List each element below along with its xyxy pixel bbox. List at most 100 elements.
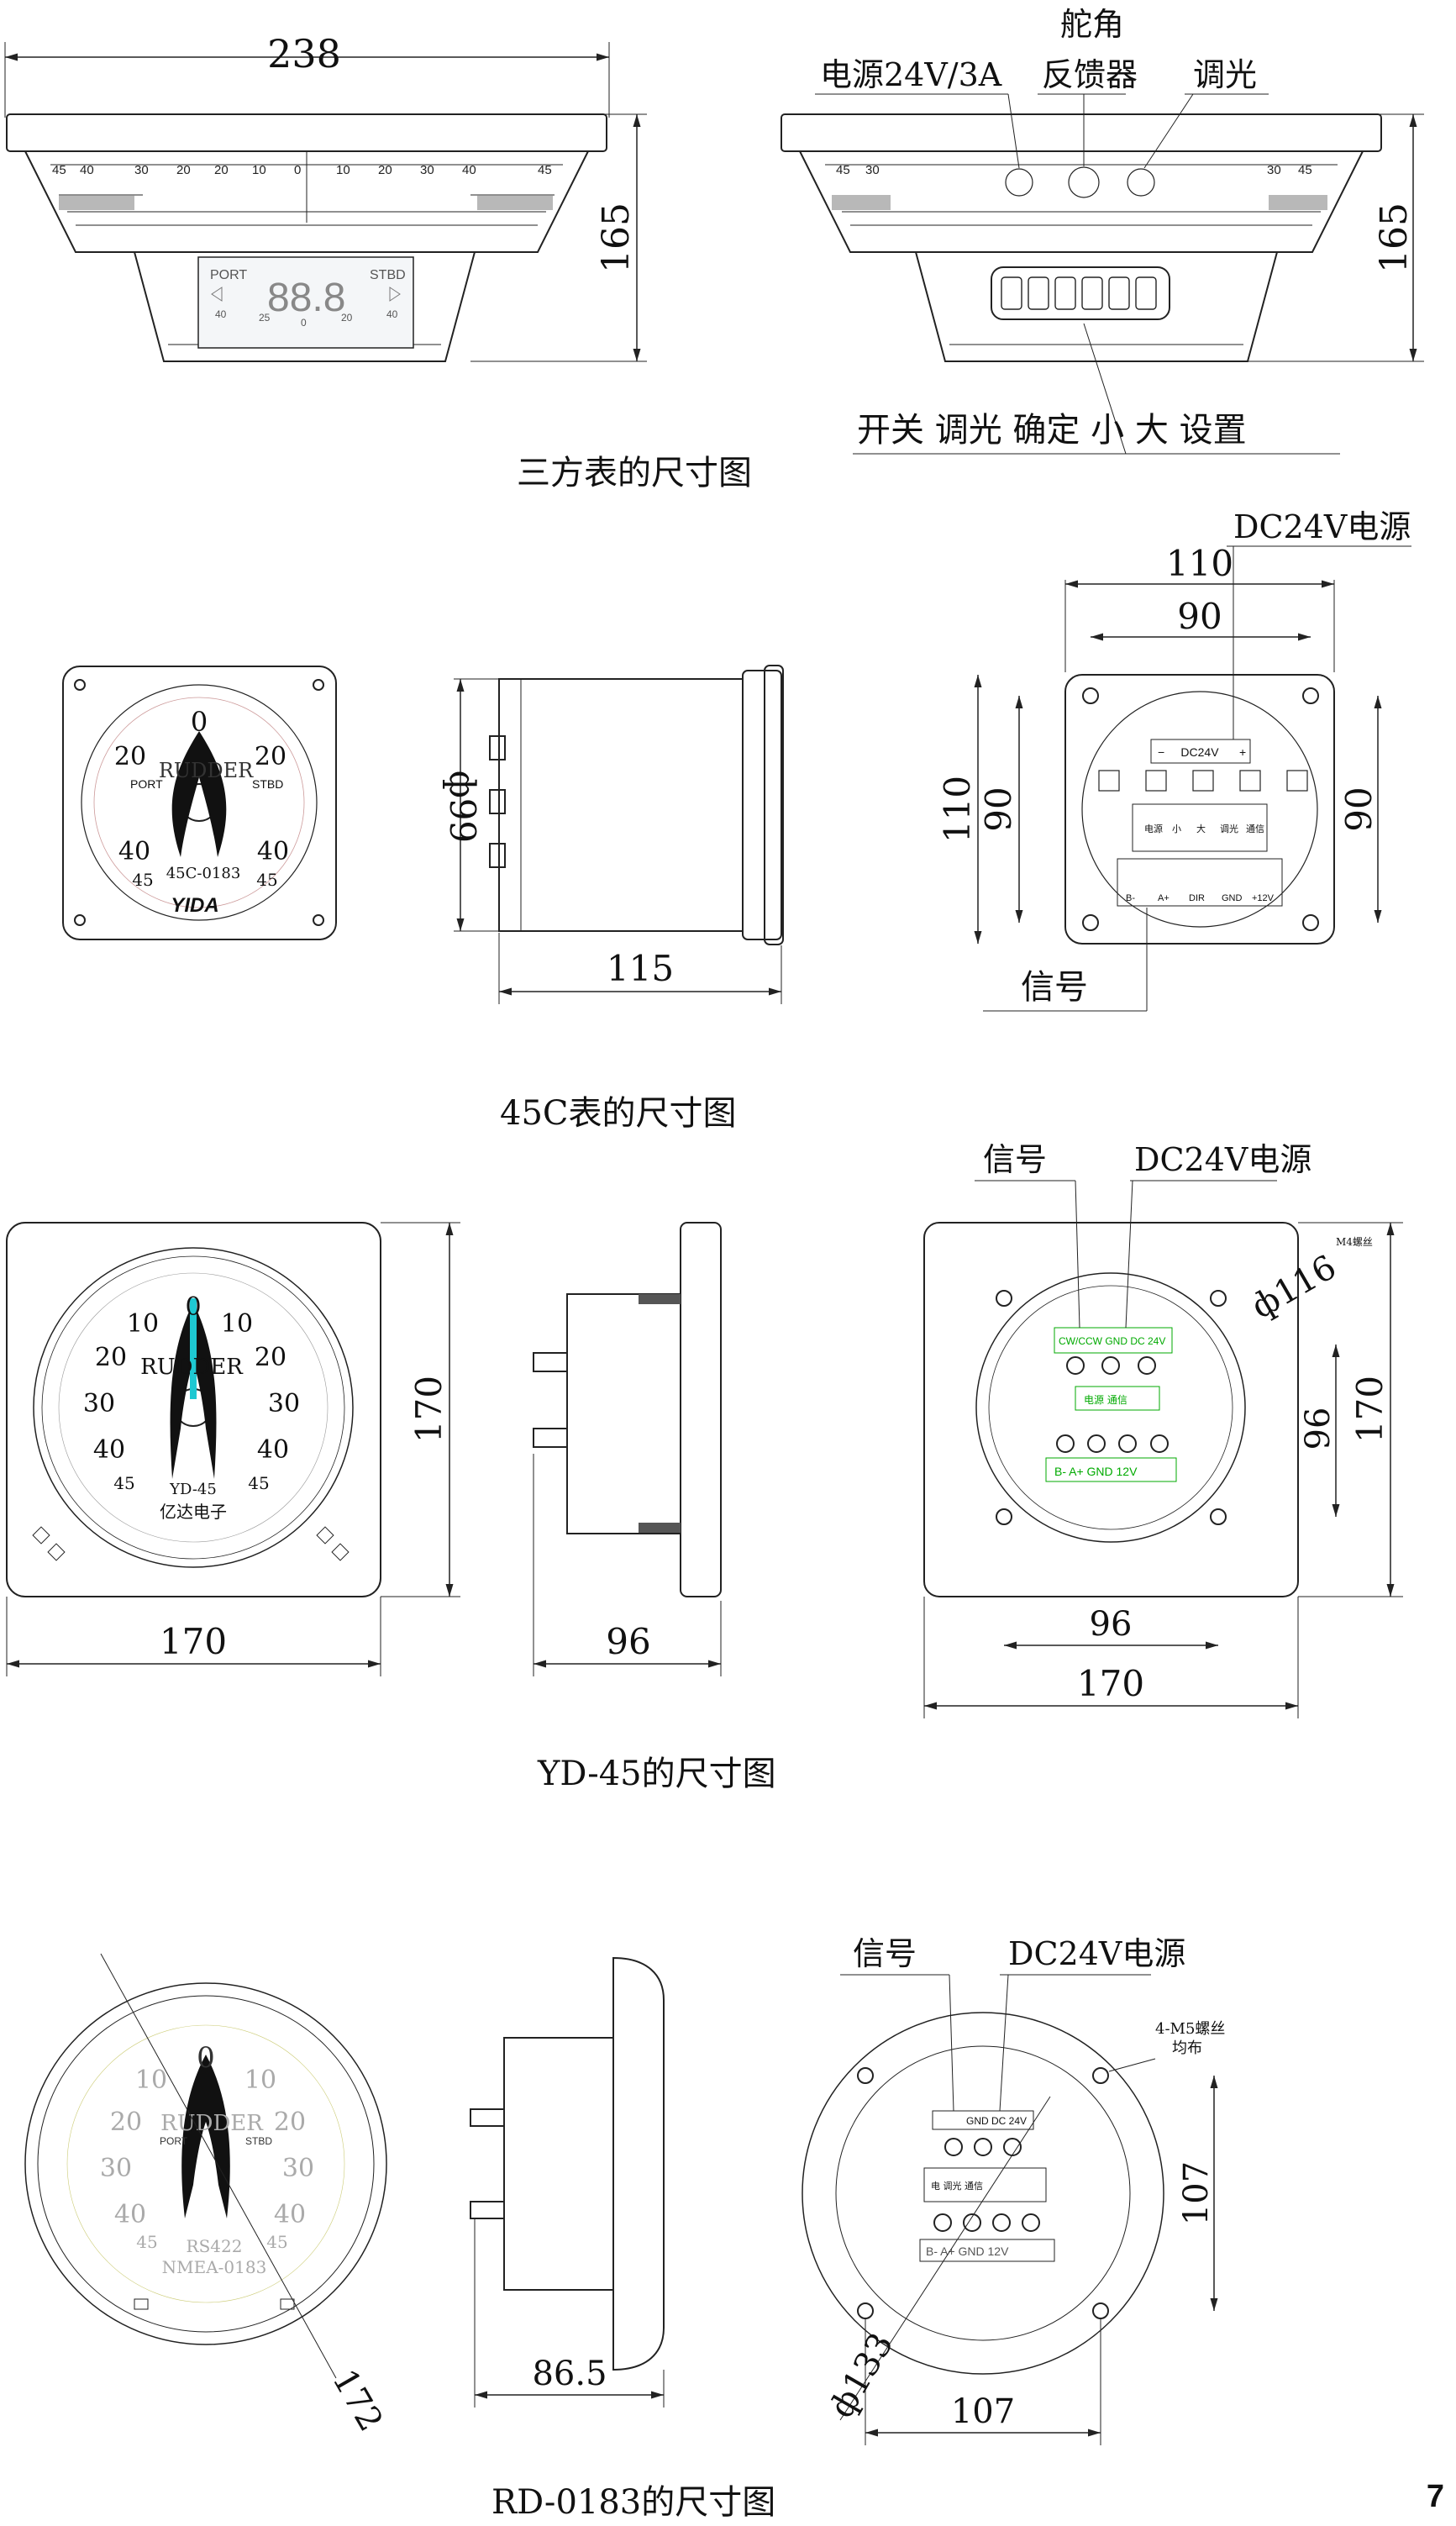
terminal-bottom-label: B- A+ GND 12V xyxy=(926,2244,1009,2258)
svg-text:0: 0 xyxy=(301,317,307,329)
triple-meter-front-view: 45 40 30 20 20 10 0 10 20 30 40 45 PORT … xyxy=(6,113,607,362)
dial-model: 45C-0183 xyxy=(166,865,241,882)
dim-diameter-99: ф99 xyxy=(442,771,483,843)
svg-text:30: 30 xyxy=(1267,163,1281,177)
svg-text:40: 40 xyxy=(114,2200,146,2229)
power-button[interactable] xyxy=(1001,276,1022,310)
panel-buttons xyxy=(1001,276,1157,310)
scale-tick: 30 xyxy=(420,163,434,177)
label-signal: 信号 xyxy=(983,1141,1047,1178)
svg-text:ф133: ф133 xyxy=(823,2327,901,2424)
terminal-mid-label: 电 调光 通信 xyxy=(931,2180,983,2192)
svg-text:96: 96 xyxy=(1299,1408,1338,1450)
scale-tick: 20 xyxy=(214,163,229,177)
svg-text:170: 170 xyxy=(408,1376,449,1443)
svg-text:40: 40 xyxy=(257,1435,289,1465)
svg-text:40: 40 xyxy=(118,837,150,866)
scale-tick: 45 xyxy=(52,163,66,177)
svg-text:20: 20 xyxy=(110,2108,142,2137)
svg-text:大: 大 xyxy=(1196,823,1206,834)
svg-text:DIR: DIR xyxy=(1189,893,1205,903)
svg-text:45: 45 xyxy=(1298,163,1312,177)
svg-text:30: 30 xyxy=(282,2154,314,2183)
svg-text:10: 10 xyxy=(221,1309,253,1339)
svg-text:小: 小 xyxy=(1172,824,1181,834)
svg-text:调光: 调光 xyxy=(1220,823,1238,834)
svg-text:40: 40 xyxy=(257,837,289,866)
scale-tick: 0 xyxy=(294,163,301,177)
buttons-caption: 开关 调光 确定 小 大 设置 xyxy=(857,411,1247,450)
svg-text:+12V: +12V xyxy=(1252,893,1275,903)
display-digits: 88.8 xyxy=(267,276,345,320)
svg-text:+: + xyxy=(1239,745,1246,759)
svg-text:20: 20 xyxy=(274,2108,306,2137)
svg-text:45: 45 xyxy=(836,163,850,177)
increase-button[interactable] xyxy=(1108,276,1130,310)
svg-text:电源: 电源 xyxy=(1144,823,1163,834)
dimmer-connector xyxy=(1127,168,1155,197)
button-strip xyxy=(991,266,1170,320)
svg-text:A+: A+ xyxy=(1158,893,1170,903)
decrease-button[interactable] xyxy=(1081,276,1103,310)
section1-triple-meter: 238 45 40 30 20 20 10 0 1 xyxy=(4,6,1424,455)
svg-text:−: − xyxy=(1158,745,1164,759)
page-number: 7 xyxy=(1426,2479,1444,2514)
dial-maker: 亿达电子 xyxy=(160,1502,227,1522)
label-screws-line2: 均布 xyxy=(1172,2039,1202,2057)
svg-text:通信: 通信 xyxy=(1246,824,1264,834)
display-stbd-label: STBD xyxy=(370,268,406,282)
svg-text:170: 170 xyxy=(160,1621,227,1662)
section2-45c-meter: 0 20 20 40 40 45 45 PORT STBD RUDDER 45C… xyxy=(62,508,1411,1012)
terminal-mid-label: 电源 通信 xyxy=(1084,1394,1127,1406)
svg-text:40: 40 xyxy=(93,1435,125,1465)
svg-text:30: 30 xyxy=(83,1389,115,1418)
power-terminals xyxy=(1098,770,1308,792)
caption-45c-meter: 45C表的尺寸图 xyxy=(500,1094,737,1133)
svg-text:RUDDER: RUDDER xyxy=(159,759,254,782)
svg-text:107: 107 xyxy=(951,2392,1015,2431)
svg-text:0: 0 xyxy=(197,2041,215,2075)
settings-button[interactable] xyxy=(1135,276,1157,310)
svg-text:20: 20 xyxy=(255,1343,286,1372)
svg-text:110: 110 xyxy=(1166,543,1233,584)
svg-text:107: 107 xyxy=(1177,2161,1216,2225)
svg-text:90: 90 xyxy=(978,787,1019,831)
svg-text:45: 45 xyxy=(266,2232,287,2252)
label-screws-line1: 4-M5螺丝 xyxy=(1155,2020,1225,2038)
dimmer-button[interactable] xyxy=(1028,276,1049,310)
dim-depth-115: 115 xyxy=(607,948,674,989)
confirm-button[interactable] xyxy=(1054,276,1076,310)
rd0183-rear-view: GND DC 24V 电 调光 通信 B- A+ GND 12V xyxy=(802,2012,1164,2375)
svg-text:96: 96 xyxy=(606,1621,650,1662)
svg-text:40: 40 xyxy=(386,308,398,320)
svg-text:30: 30 xyxy=(100,2154,132,2183)
caption-rd0183-meter: RD-0183的尺寸图 xyxy=(491,2483,776,2522)
caption-yd45-meter: YD-45的尺寸图 xyxy=(538,1755,776,1793)
scale-tick: 10 xyxy=(336,163,350,177)
svg-text:PORT: PORT xyxy=(130,777,163,791)
svg-text:RUDDER: RUDDER xyxy=(160,2111,264,2136)
svg-text:STBD: STBD xyxy=(245,2135,272,2147)
terminal-top-label: GND DC 24V xyxy=(966,2115,1027,2127)
scale-tick: 40 xyxy=(80,163,94,177)
dial-protocol: RS422 xyxy=(187,2236,243,2256)
svg-text:RUDDER: RUDDER xyxy=(140,1355,244,1380)
svg-text:110: 110 xyxy=(937,776,978,843)
scale-tick: 45 xyxy=(538,163,552,177)
45c-side-view xyxy=(489,665,784,945)
scale-tick: 10 xyxy=(252,163,266,177)
svg-text:90: 90 xyxy=(1338,787,1380,831)
svg-text:40: 40 xyxy=(215,308,227,320)
svg-text:45: 45 xyxy=(132,870,153,890)
brand-logo: YIDA xyxy=(171,894,218,917)
dial-model: NMEA-0183 xyxy=(162,2257,267,2277)
svg-text:170: 170 xyxy=(1349,1376,1390,1443)
svg-text:GND: GND xyxy=(1222,893,1243,903)
label-rudder-feedback-line1: 舵角 xyxy=(1060,6,1124,43)
label-power-24v: 电源24V/3A xyxy=(820,56,1002,93)
svg-text:86.5: 86.5 xyxy=(532,2355,607,2393)
dim-width-238: 238 xyxy=(267,31,341,76)
label-dc24v-power: DC24V电源 xyxy=(1134,1141,1311,1178)
yd45-rear-view: CW/CCW GND DC 24V 电源 通信 B- A+ GND 12V xyxy=(923,1222,1299,1597)
svg-text:PORT: PORT xyxy=(160,2135,188,2147)
